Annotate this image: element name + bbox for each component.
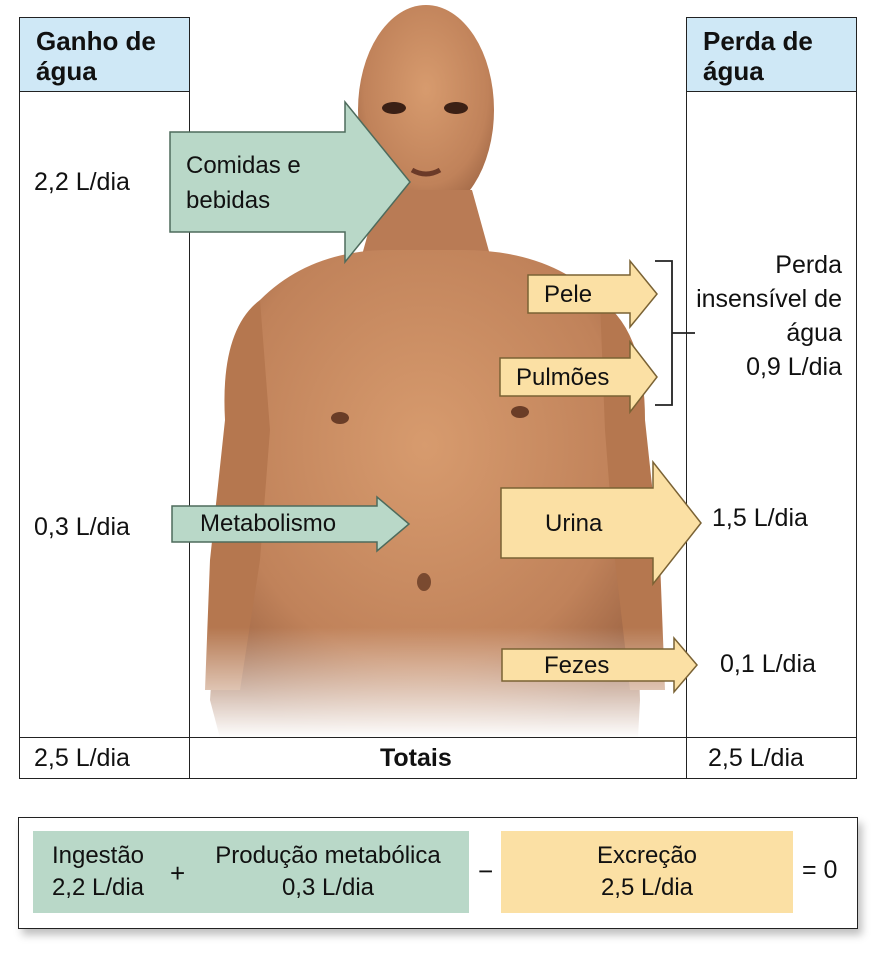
skin-arrow: [527, 258, 658, 330]
metabolic-label: Produção metabólica: [215, 842, 441, 869]
intake-text: Ingestão 2,2 L/dia: [36, 840, 160, 904]
intake-label: Ingestão: [51, 842, 145, 869]
excretion-term: Excreção 2,5 L/dia: [501, 831, 793, 913]
metabolism-arrow-label: Metabolismo: [200, 510, 337, 537]
lungs-arrow: [499, 339, 658, 415]
excretion-label: Excreção: [596, 842, 698, 869]
insensible-loss-label: Perda insensível de água 0,9 L/dia: [690, 248, 842, 384]
food-arrow-label: Comidas e bebidas: [186, 152, 301, 214]
gain-header-text: Ganho de água: [36, 26, 156, 86]
feces-loss-value: 0,1 L/dia: [720, 650, 816, 678]
intake-term: [33, 831, 469, 913]
feces-arrow: [501, 635, 698, 695]
food-arrow: [169, 99, 411, 265]
insensible-label-text: Perda insensível de água: [696, 251, 842, 347]
gain-total: 2,5 L/dia: [34, 744, 130, 772]
excretion-value: 2,5 L/dia: [600, 874, 694, 901]
insensible-bracket: [655, 260, 695, 406]
plus-sign: +: [170, 858, 186, 888]
minus-sign: −: [478, 856, 494, 886]
food-gain-value: 2,2 L/dia: [34, 168, 130, 196]
skin-arrow-label: Pele: [544, 281, 593, 308]
loss-total: 2,5 L/dia: [708, 744, 804, 772]
totals-row: [19, 737, 857, 779]
intake-value: 2,2 L/dia: [51, 874, 145, 901]
metabolic-value: 0,3 L/dia: [281, 874, 375, 901]
insensible-value-text: 0,9 L/dia: [746, 353, 842, 381]
lungs-arrow-label: Pulmões: [516, 364, 610, 391]
loss-header: Perda de água: [687, 18, 856, 92]
gain-header: Ganho de água: [20, 18, 189, 92]
urine-arrow: [500, 459, 702, 587]
feces-arrow-label: Fezes: [544, 652, 610, 679]
urine-loss-value: 1,5 L/dia: [712, 504, 808, 532]
metabolism-arrow: [171, 495, 411, 553]
metabolic-text: Produção metabólica 0,3 L/dia: [190, 840, 466, 904]
equals-zero: = 0: [802, 856, 838, 884]
totals-label: Totais: [380, 744, 452, 772]
urine-arrow-label: Urina: [545, 510, 603, 537]
metabolism-gain-value: 0,3 L/dia: [34, 513, 130, 541]
gain-column: [19, 17, 190, 779]
loss-header-text: Perda de água: [703, 26, 813, 86]
